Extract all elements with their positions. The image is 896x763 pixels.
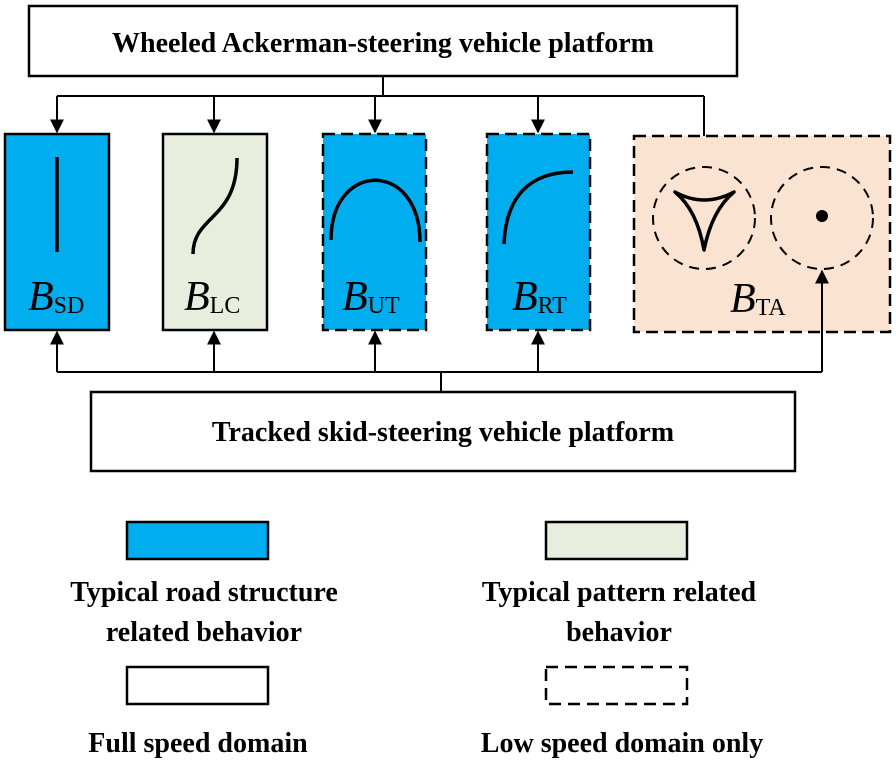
legend-item-road-structure: Typical road structure related behavior (70, 520, 338, 648)
behavior-box-lc: BLC (161, 132, 269, 332)
legend-label-road-structure-1: Typical road structure (70, 577, 338, 608)
legend-swatch-pattern (544, 520, 689, 561)
behavior-box-ta: BTA (632, 134, 892, 334)
legend-item-full-speed: Full speed domain (88, 665, 308, 759)
legend: Typical road structure related behavior … (70, 520, 763, 759)
top-platform-box: Wheeled Ackerman-steering vehicle platfo… (27, 4, 739, 78)
behavior-box-rt: BRT (485, 132, 592, 332)
legend-label-pattern-1: Typical pattern related (482, 577, 757, 608)
legend-label-full-speed: Full speed domain (88, 728, 308, 759)
bottom-connectors (50, 269, 829, 392)
right-turn-arc-icon (502, 170, 574, 245)
dashed-circle-left (652, 166, 756, 270)
behavior-label-ta: BTA (730, 276, 786, 322)
bottom-platform-box: Tracked skid-steering vehicle platform (89, 390, 797, 473)
legend-label-pattern-2: behavior (566, 617, 672, 648)
curved-triangle-icon (673, 190, 736, 252)
bottom-platform-label: Tracked skid-steering vehicle platform (212, 417, 674, 448)
legend-item-low-speed: Low speed domain only (481, 665, 763, 759)
behavior-box-ut: BUT (321, 132, 428, 332)
behavior-box-sd: BSD (3, 132, 111, 332)
top-platform-label: Wheeled Ackerman-steering vehicle platfo… (112, 28, 654, 59)
legend-label-road-structure-2: related behavior (106, 617, 302, 648)
behavior-label-sd: BSD (28, 274, 84, 320)
behavior-label-rt: BRT (512, 274, 567, 320)
dashed-circle-right (770, 166, 874, 270)
center-dot-icon (816, 210, 828, 222)
legend-label-low-speed: Low speed domain only (481, 728, 763, 759)
lane-change-curve-icon (191, 157, 239, 255)
u-turn-arc-icon (329, 178, 422, 243)
legend-swatch-low-speed (544, 665, 689, 706)
behavior-label-ut: BUT (342, 274, 400, 320)
legend-swatch-full-speed (125, 665, 270, 706)
legend-swatch-road-structure (125, 520, 270, 561)
legend-item-pattern: Typical pattern related behavior (482, 520, 757, 648)
behavior-label-lc: BLC (184, 274, 240, 320)
